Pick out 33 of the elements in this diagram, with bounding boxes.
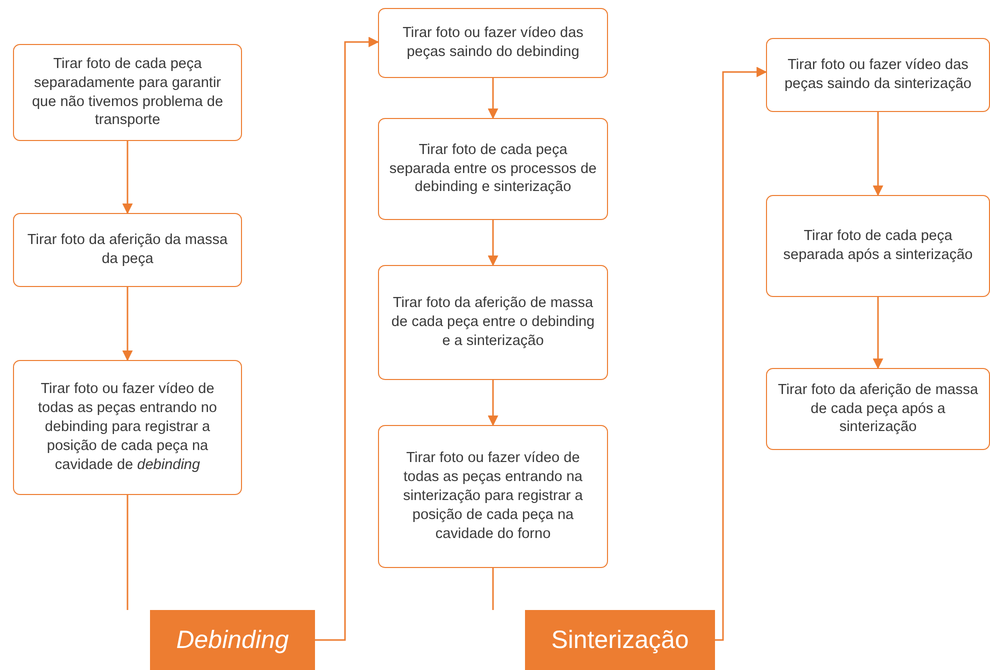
stage-bar: [150, 610, 315, 670]
process-box: [13, 213, 242, 287]
step-text: Tirar foto ou fazer vídeo das peças saindo do debinding: [402, 24, 584, 62]
arrow: [122, 141, 133, 214]
arrow: [488, 380, 498, 426]
step-text: Tirar foto ou fazer vídeo de todas as peças entrando no debinding para registrar a posição de cada peça na cavidade de debinding: [37, 380, 218, 475]
stage-bar: [525, 610, 715, 670]
arrow: [315, 36, 380, 641]
stage-label: Sinterização: [551, 626, 689, 654]
step-text: Tirar foto da aferição da massa da peça: [26, 231, 229, 269]
arrow: [872, 112, 884, 196]
process-box: [766, 195, 990, 297]
process-box: [13, 44, 242, 141]
process-box: [13, 360, 242, 495]
step-text: Tirar foto da aferição de massa de cada peça entre o debinding e a sinterização: [390, 294, 596, 351]
process-box: [766, 368, 990, 450]
step-text: Tirar foto ou fazer vídeo de todas as peças entrando na sinterização para registrar a posição de cada peça na cavidade do forno: [402, 449, 584, 544]
step-text: Tirar foto ou fazer vídeo das peças saindo da sinterização: [783, 56, 972, 94]
arrow: [715, 66, 768, 641]
process-box: [378, 8, 608, 78]
process-box: [378, 118, 608, 220]
step-text: Tirar foto da aferição de massa de cada peça após a sinterização: [777, 380, 979, 438]
step-text: Tirar foto de cada peça separada entre os processos de debinding e sinterização: [389, 140, 597, 198]
process-box: [378, 265, 608, 380]
arrow: [122, 287, 133, 362]
arrow: [488, 220, 498, 266]
arrow: [872, 297, 884, 370]
process-box: [766, 38, 990, 112]
step-text: Tirar foto de cada peça separada após a sinterização: [782, 227, 974, 265]
process-box: [378, 425, 608, 568]
arrow: [488, 78, 498, 120]
step-text: Tirar foto de cada peça separadamente para garantir que não tivemos problema de transporte: [30, 54, 224, 130]
stage-label: Debinding: [176, 626, 289, 654]
